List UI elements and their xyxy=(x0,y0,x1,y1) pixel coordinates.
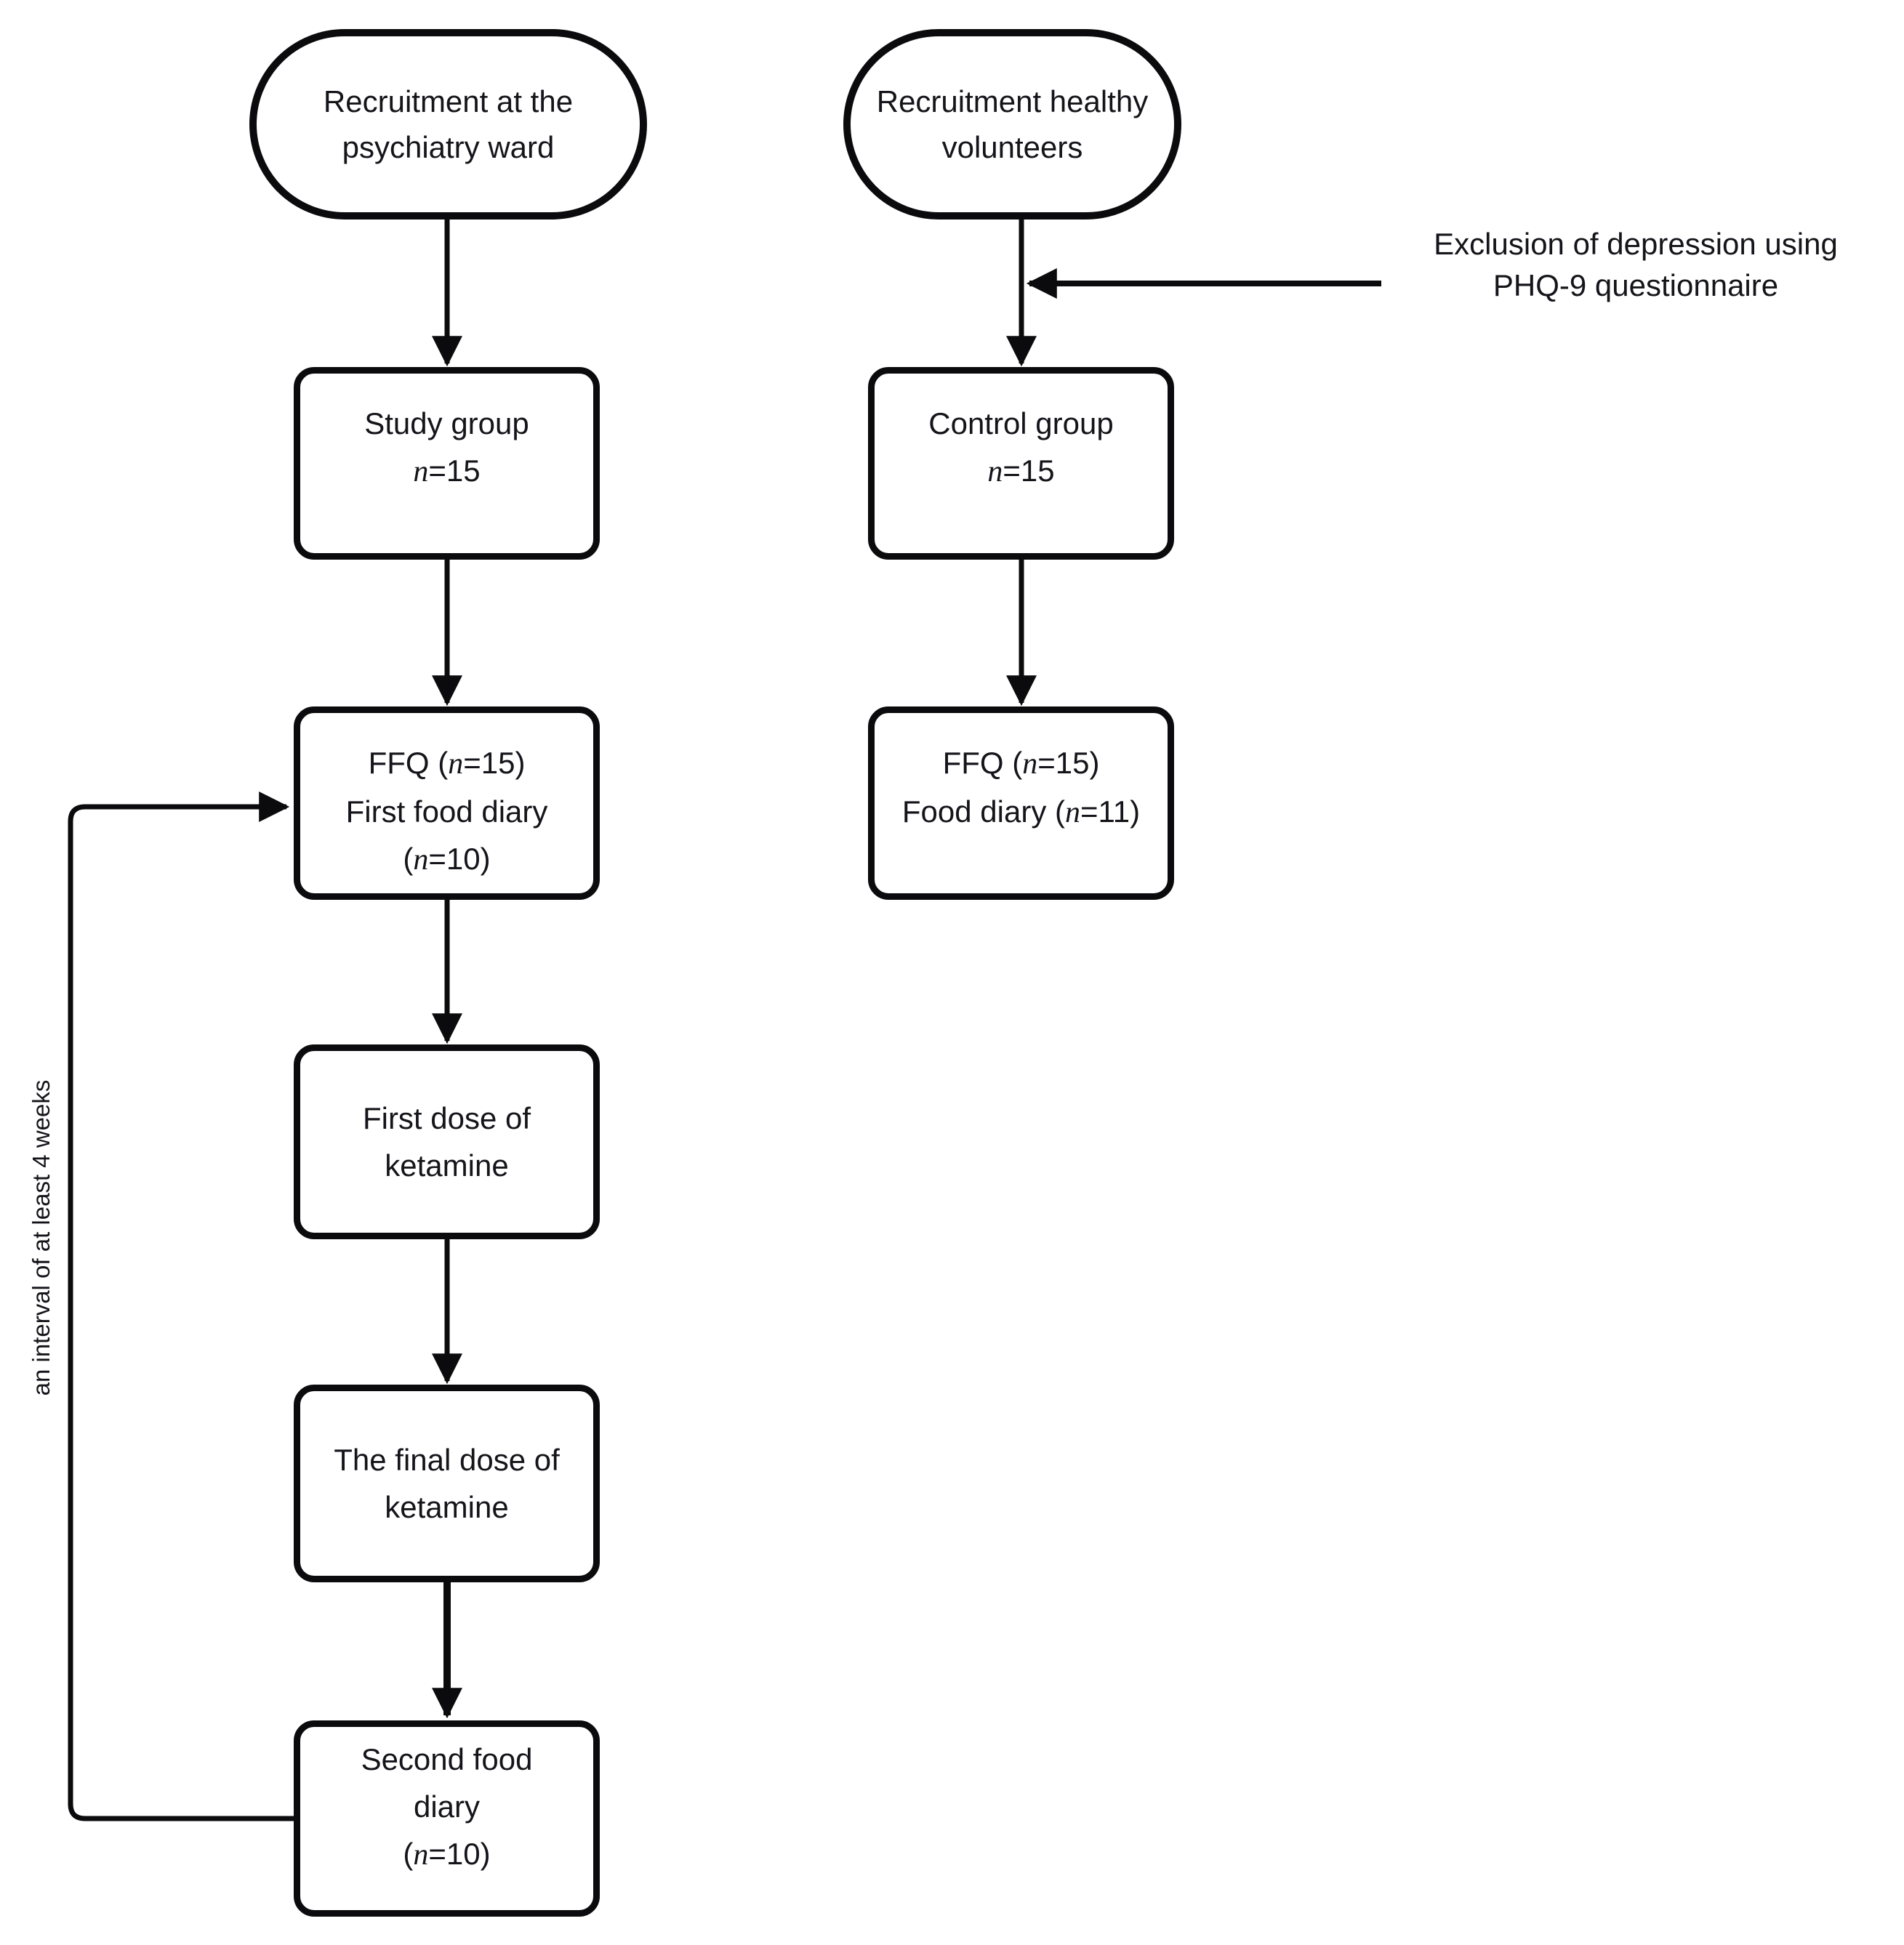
node-first-dose-ketamine: First dose of ketamine xyxy=(294,1044,600,1239)
annotation-line: PHQ-9 questionnaire xyxy=(1493,267,1779,302)
node-label-line: First food diary xyxy=(345,794,548,829)
node-recruitment-healthy-volunteers: Recruitment healthy volunteers xyxy=(843,29,1181,220)
node-study-group: Study group n=15 xyxy=(294,367,600,560)
node-label-line: n=15 xyxy=(987,454,1055,489)
annotation-line: Exclusion of depression using xyxy=(1434,227,1838,261)
node-label-line: Second food xyxy=(361,1742,533,1776)
node-label-line: psychiatry ward xyxy=(342,130,555,164)
node-label-line: volunteers xyxy=(941,130,1083,164)
node-label-line: FFQ (n=15) xyxy=(942,746,1100,781)
node-label-line: Food diary (n=11) xyxy=(901,794,1141,830)
node-label-line: ketamine xyxy=(385,1148,509,1183)
node-second-food-diary: Second food diary (n=10) xyxy=(294,1720,600,1917)
node-label-line: The final dose of xyxy=(334,1442,560,1477)
node-ffq-food-diary-control: FFQ (n=15) Food diary (n=11) xyxy=(868,706,1174,900)
node-final-dose-ketamine: The final dose of ketamine xyxy=(294,1385,600,1582)
node-label-line: diary xyxy=(413,1789,481,1824)
node-label-line: FFQ (n=15) xyxy=(368,746,526,781)
node-label-line: Recruitment at the xyxy=(323,84,574,118)
node-label-line: ketamine xyxy=(385,1490,509,1524)
node-recruitment-psychiatry-ward: Recruitment at the psychiatry ward xyxy=(249,29,647,220)
node-label-line: First dose of xyxy=(362,1100,531,1135)
node-label-line: Study group xyxy=(364,406,529,440)
node-control-group: Control group n=15 xyxy=(868,367,1174,560)
node-label-line: n=15 xyxy=(413,454,481,489)
node-ffq-first-food-diary: FFQ (n=15) First food diary (n=10) xyxy=(294,706,600,900)
node-label-line: Recruitment healthy xyxy=(876,84,1149,118)
interval-annotation: an interval of at least 4 weeks xyxy=(28,1079,55,1396)
exclusion-annotation: Exclusion of depression using PHQ-9 ques… xyxy=(1367,224,1904,306)
node-label-line: Control group xyxy=(928,406,1114,440)
node-label-line: (n=10) xyxy=(403,842,491,877)
arrow-feedback-loop-interval xyxy=(68,792,294,1821)
node-label-line: (n=10) xyxy=(403,1837,491,1872)
